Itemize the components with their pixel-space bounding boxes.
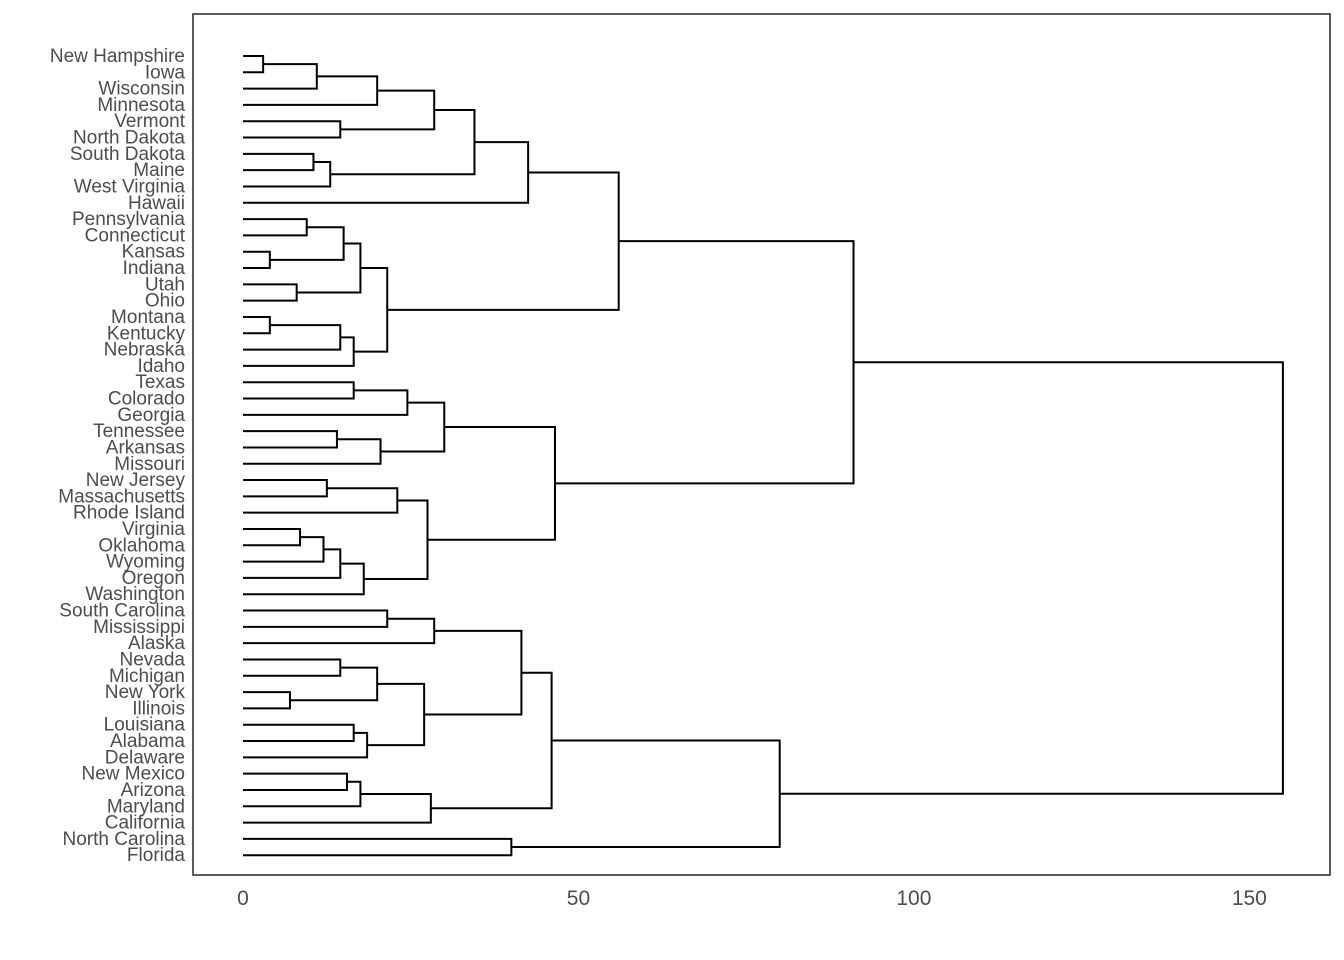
x-axis-tick-labels: 0 50 100 150 [237,887,1267,910]
leaf-label: Michigan [109,666,185,687]
leaf-label: Missouri [114,454,185,475]
x-tick-label: 100 [896,887,931,910]
dendrogram-branches [243,55,1284,857]
leaf-label: South Dakota [70,144,186,165]
leaf-label: Massachusetts [58,486,185,507]
x-tick-label: 50 [567,887,590,910]
leaf-label: Utah [145,274,185,295]
leaf-label: Montana [111,307,185,328]
leaf-label: Oklahoma [98,535,185,556]
leaf-label: Pennsylvania [72,209,185,230]
panel-border [192,13,1331,876]
leaf-label: Washington [85,584,185,605]
leaf-label: Florida [127,845,186,866]
leaf-label: New Jersey [86,470,186,491]
leaf-label: New Mexico [82,764,185,785]
leaf-label: Arkansas [106,437,185,458]
leaf-label: California [105,813,186,834]
leaf-label: North Carolina [63,829,186,850]
dendrogram-link [779,361,1284,795]
leaf-label-group: New HampshireIowaWisconsinMinnesotaVermo… [50,46,186,866]
leaf-label: New York [105,682,186,703]
leaf-label: Wyoming [106,552,185,573]
leaf-label: Mississippi [93,617,185,638]
leaf-label: New Hampshire [50,46,185,67]
leaf-label: Rhode Island [73,503,185,524]
x-tick-label: 150 [1232,887,1267,910]
leaf-label: West Virginia [74,176,186,197]
leaf-label: Minnesota [97,95,185,116]
leaf-label: Wisconsin [98,79,185,100]
leaf-label: Oregon [122,568,185,589]
leaf-label: Kentucky [107,323,186,344]
leaf-label: Maryland [107,796,185,817]
leaf-label: Illinois [132,698,185,719]
x-tick-label: 0 [237,887,249,910]
leaf-label: Delaware [105,747,185,768]
leaf-label: Hawaii [128,193,185,214]
leaf-label: South Carolina [59,601,185,622]
leaf-label: Iowa [145,62,186,83]
leaf-label: North Dakota [73,128,185,149]
leaf-label: Ohio [145,291,185,312]
leaf-label: Nevada [120,649,186,670]
leaf-label: Alaska [128,633,185,654]
leaf-label: Indiana [123,258,186,279]
leaf-label: Arizona [121,780,186,801]
leaf-label: Vermont [114,111,185,132]
leaf-label: Kansas [122,242,185,263]
leaf-label: Connecticut [85,225,186,246]
leaf-label: Texas [135,372,185,393]
leaf-label: Louisiana [104,715,186,736]
leaf-label: Alabama [110,731,185,752]
leaf-label: Nebraska [104,340,186,361]
leaf-label: Idaho [137,356,185,377]
leaf-label: Colorado [108,389,185,410]
leaf-label: Maine [133,160,185,181]
leaf-label: Virginia [122,519,185,540]
leaf-label: Georgia [117,405,185,426]
leaf-label: Tennessee [93,421,185,442]
